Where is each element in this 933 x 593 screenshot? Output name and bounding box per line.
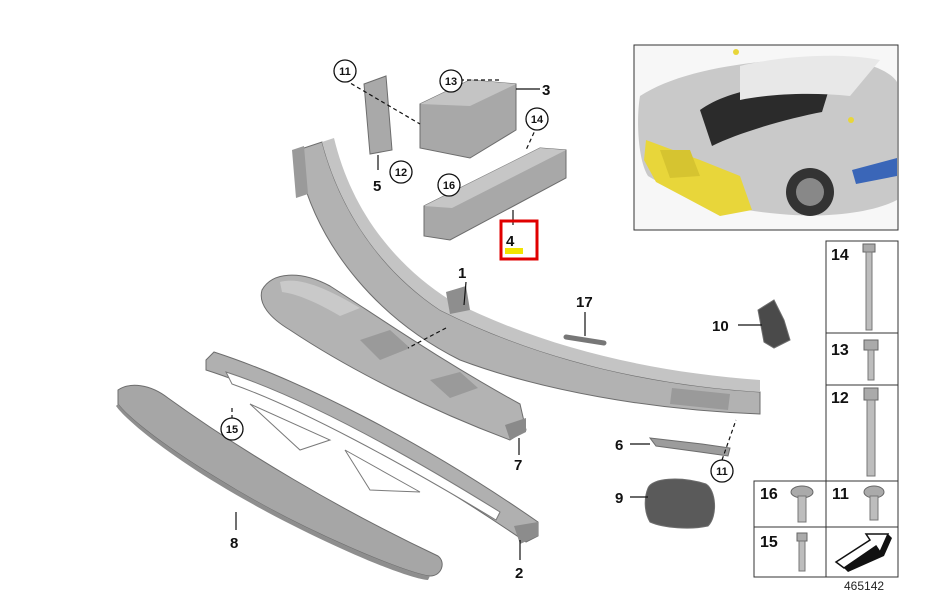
label-5: 5 bbox=[373, 178, 381, 195]
svg-text:11: 11 bbox=[339, 66, 351, 78]
label-8: 8 bbox=[230, 535, 238, 552]
svg-text:15: 15 bbox=[226, 424, 238, 436]
part-17-rod[interactable] bbox=[563, 334, 607, 346]
callout-circle-16: 16 bbox=[437, 173, 461, 197]
label-4: 4 bbox=[506, 233, 515, 250]
label-1: 1 bbox=[458, 265, 466, 282]
bolt-16-icon bbox=[790, 485, 814, 523]
table-label-14: 14 bbox=[831, 247, 849, 264]
svg-text:12: 12 bbox=[395, 167, 407, 179]
part-1-carrier-beam[interactable] bbox=[292, 138, 761, 415]
diagram-id: 465142 bbox=[844, 579, 884, 593]
table-label-16: 16 bbox=[760, 486, 778, 503]
direction-arrow-icon bbox=[834, 533, 892, 572]
table-label-11: 11 bbox=[832, 486, 849, 503]
svg-text:14: 14 bbox=[531, 114, 544, 126]
callout-circle-12: 12 bbox=[389, 160, 413, 184]
svg-text:11: 11 bbox=[716, 466, 728, 478]
label-7: 7 bbox=[514, 457, 522, 474]
bolt-15-icon bbox=[796, 532, 808, 572]
part-7-absorber[interactable] bbox=[260, 274, 527, 441]
part-6-bracket[interactable] bbox=[648, 437, 731, 457]
part-2-frame[interactable] bbox=[205, 351, 539, 544]
bolt-11-icon bbox=[863, 485, 885, 521]
label-17: 17 bbox=[576, 294, 593, 311]
callout-circle-15: 15 bbox=[220, 417, 244, 441]
highlight-box-part-4 bbox=[499, 219, 539, 261]
callout-circle-11-top: 11 bbox=[333, 59, 357, 83]
part-9-cover[interactable] bbox=[644, 478, 715, 529]
svg-text:16: 16 bbox=[443, 180, 455, 192]
table-label-12: 12 bbox=[831, 390, 849, 407]
label-9: 9 bbox=[615, 490, 623, 507]
table-label-13: 13 bbox=[831, 342, 849, 359]
bolt-12-icon bbox=[863, 387, 879, 477]
label-2: 2 bbox=[515, 565, 523, 582]
callout-circle-14: 14 bbox=[525, 107, 549, 131]
callout-circle-13: 13 bbox=[439, 69, 463, 93]
label-6: 6 bbox=[615, 437, 623, 454]
label-10: 10 bbox=[712, 318, 729, 335]
fastener-table: 14 13 12 16 11 15 bbox=[753, 240, 899, 578]
part-10-clip[interactable] bbox=[757, 299, 791, 349]
callout-circle-11-bottom: 11 bbox=[710, 459, 734, 483]
label-3: 3 bbox=[542, 82, 550, 99]
highlight-underline-part-4 bbox=[505, 248, 523, 254]
part-5-bracket[interactable] bbox=[363, 75, 393, 155]
part-8-trim-strip[interactable] bbox=[116, 384, 443, 580]
bolt-14-icon bbox=[862, 243, 876, 331]
svg-text:13: 13 bbox=[445, 76, 457, 88]
table-label-15: 15 bbox=[760, 534, 778, 551]
part-4-crash-box[interactable] bbox=[423, 147, 567, 241]
car-thumbnail bbox=[633, 44, 899, 231]
bolt-13-icon bbox=[863, 339, 879, 381]
part-3-mount[interactable] bbox=[419, 79, 517, 159]
